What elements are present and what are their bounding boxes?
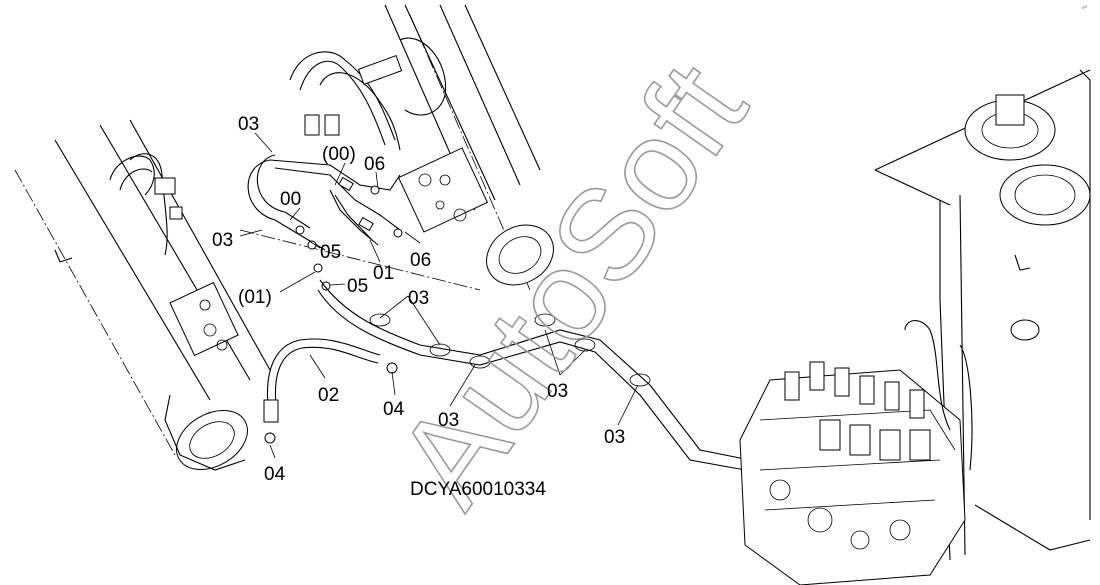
- callout-04: 04: [264, 464, 286, 485]
- callout-00: 00: [280, 189, 301, 210]
- callout-00-bracketed: (00): [322, 144, 356, 165]
- leader-lines: [239, 132, 639, 459]
- watermark: AutoSoft: [367, 37, 774, 531]
- upper-cylinder: [289, 4, 554, 291]
- callout-06: 06: [364, 154, 385, 175]
- callout-03: 03: [547, 381, 568, 402]
- callout-02: 02: [318, 385, 339, 406]
- callout-05: 05: [347, 276, 368, 297]
- callout-labels: 03 (00) 06 00 03 05 01 06 (01) 05 03 02 …: [212, 114, 625, 485]
- callout-01: 01: [373, 263, 394, 284]
- corner-mark: °°: [1081, 4, 1090, 14]
- callout-03: 03: [212, 230, 233, 251]
- watermark-text: AutoSoft: [368, 38, 774, 530]
- callout-01-bracketed: (01): [238, 287, 272, 308]
- hose-assemblies: [247, 154, 751, 471]
- control-valve: [739, 320, 973, 585]
- callout-03: 03: [408, 288, 429, 309]
- callout-06: 06: [410, 250, 431, 271]
- left-cylinder: [14, 119, 481, 471]
- callout-03: 03: [238, 114, 259, 135]
- callout-03: 03: [604, 427, 625, 448]
- callout-05: 05: [320, 242, 341, 263]
- callout-04: 04: [383, 399, 405, 420]
- callout-03: 03: [438, 410, 459, 431]
- drawing-code: DCYA60010334: [410, 479, 546, 500]
